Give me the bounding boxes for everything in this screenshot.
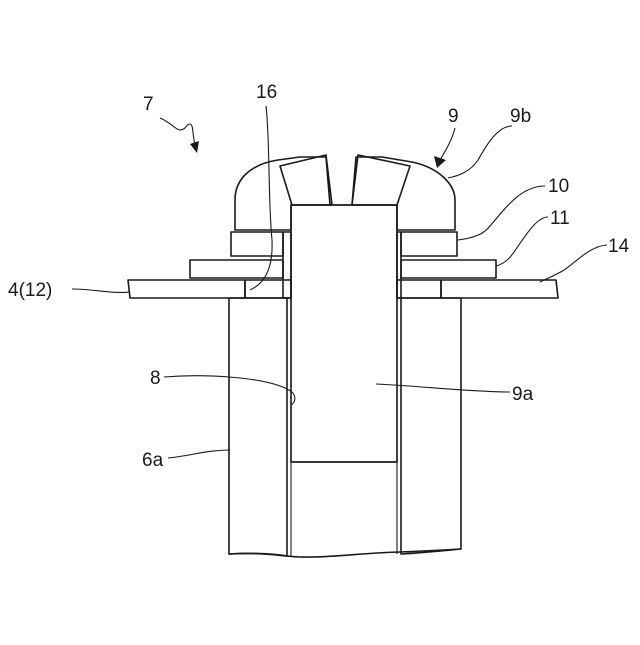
assembly-arrow-head (190, 141, 199, 153)
washer-upper-left (231, 232, 283, 256)
leader-6a (168, 450, 230, 458)
screw-arrow-head (434, 156, 446, 168)
leader-10 (458, 186, 545, 240)
post-left-wall (229, 298, 287, 556)
assembly-arrow (160, 118, 196, 148)
screw-arrow (440, 128, 455, 160)
label-shank: 9a (512, 384, 534, 405)
plate-left (128, 280, 245, 298)
head-recess-right (352, 155, 410, 205)
label-screw-head: 9b (510, 106, 531, 127)
label-washer-lower: 11 (550, 208, 570, 229)
leader-9a (376, 384, 510, 392)
label-plate-right: 14 (608, 236, 630, 257)
leader-14 (540, 245, 607, 282)
washer-upper-right (401, 232, 457, 256)
screw-head (235, 157, 455, 230)
screw-shank (291, 205, 397, 462)
label-washer-upper: 10 (548, 176, 569, 197)
head-recess-left (280, 155, 332, 205)
label-plate-left: 4(12) (8, 280, 52, 301)
leader-9b (448, 126, 512, 178)
label-assembly: 7 (143, 94, 154, 115)
gap-16-step-right (397, 280, 441, 298)
post-right-wall (401, 298, 461, 554)
label-post: 6a (142, 450, 164, 471)
leader-16 (250, 106, 272, 290)
label-gap: 16 (256, 82, 277, 103)
leader-4-12 (72, 289, 130, 292)
washer-lower-right (401, 260, 496, 278)
collar-left (283, 232, 291, 298)
label-screw: 9 (448, 106, 459, 127)
label-bore: 8 (150, 368, 161, 389)
plate-right (441, 280, 558, 298)
leader-11 (496, 217, 548, 266)
